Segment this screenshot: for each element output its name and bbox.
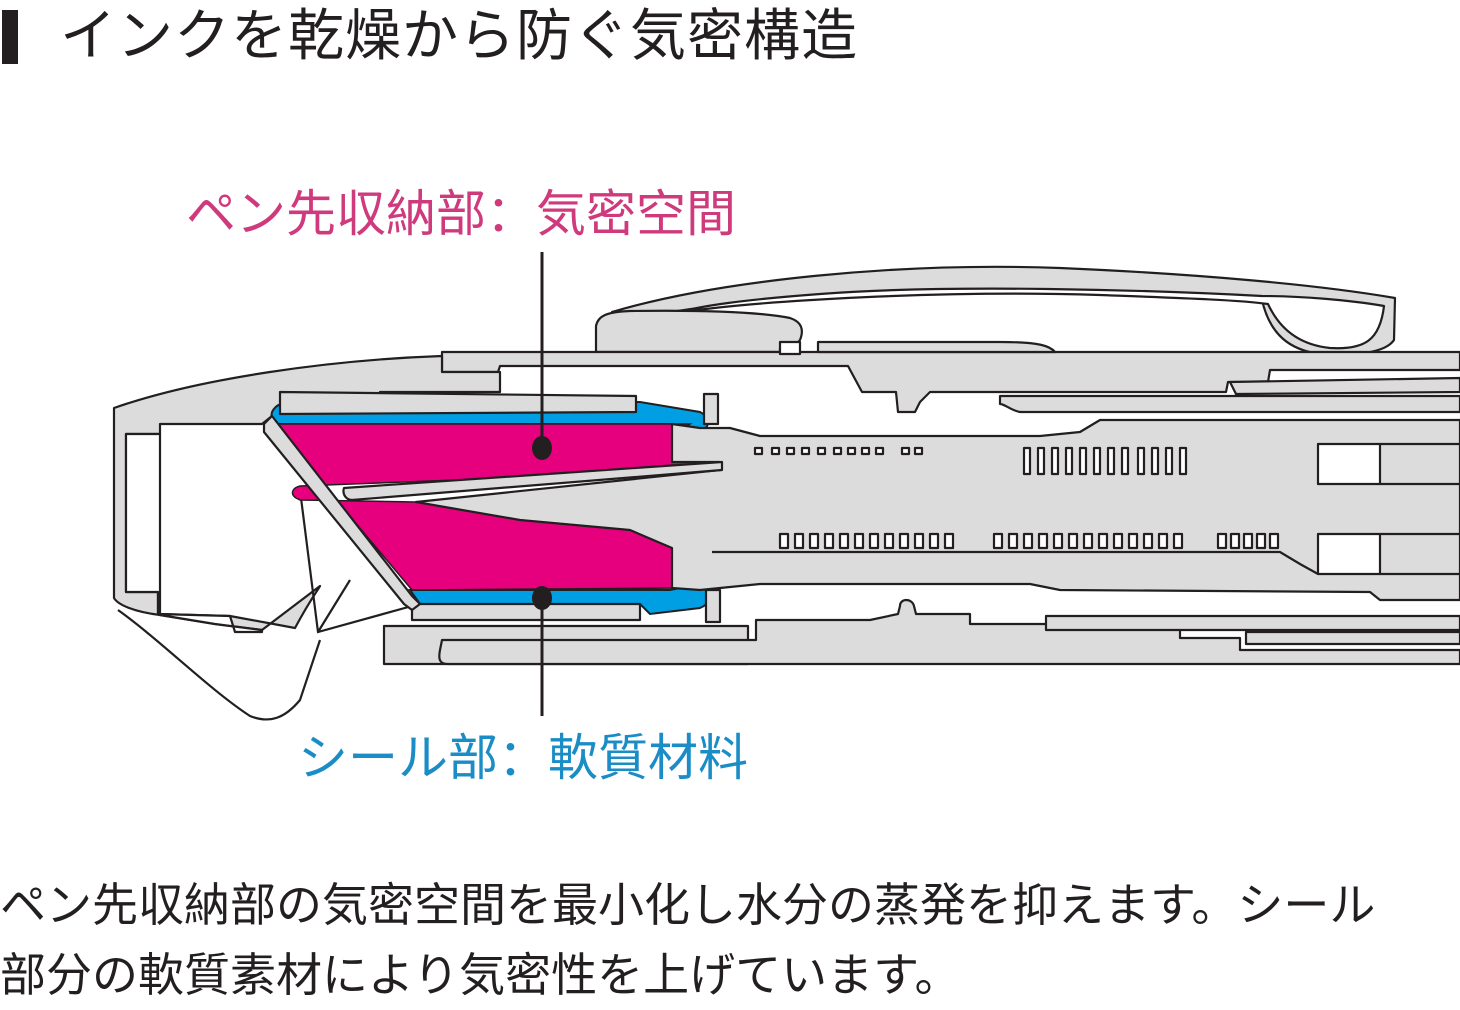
fin-tooth <box>778 532 790 550</box>
fin-tooth <box>1255 532 1267 550</box>
fin-slot <box>1136 446 1146 476</box>
fin-notch <box>846 446 857 456</box>
fin-tooth <box>1007 532 1019 550</box>
fin-tooth <box>868 532 880 550</box>
fin-tooth <box>823 532 835 550</box>
lower-barrel-wall <box>438 598 1460 666</box>
fin-tooth <box>1268 532 1280 550</box>
fin-tooth <box>943 532 955 550</box>
seal-region <box>268 390 722 624</box>
seal-bottom-holder <box>410 602 642 622</box>
nib-blade <box>342 460 724 502</box>
barrel-top-wall <box>440 350 1460 414</box>
square-bullet-icon <box>2 10 18 64</box>
refill-core <box>414 418 1460 602</box>
feeder-fins-bottom <box>778 532 1280 550</box>
fin-notch <box>785 446 796 456</box>
upper-inner-tube <box>1228 376 1460 396</box>
fin-tooth <box>898 532 910 550</box>
fin-tooth <box>913 532 925 550</box>
fin-slot <box>1120 446 1130 476</box>
nose-shell <box>112 354 502 721</box>
nib-plate <box>262 414 422 612</box>
fin-slot <box>1164 446 1174 476</box>
fin-tooth <box>1022 532 1034 550</box>
fin-slot <box>1078 446 1088 476</box>
seal-top-holder <box>278 390 638 416</box>
fin-tooth <box>1242 532 1254 550</box>
clip-base <box>594 309 803 354</box>
lower-inner-rail <box>1244 630 1460 646</box>
feeder-fins-top <box>753 446 1188 476</box>
fin-tooth <box>1082 532 1094 550</box>
fin-tooth <box>1067 532 1079 550</box>
callout-label-seal: シール部：軟質材料 <box>298 729 748 787</box>
callout-leaders <box>532 252 552 716</box>
fin-slot <box>1178 446 1188 476</box>
fin-tooth <box>1216 532 1228 550</box>
description-line-2: 部分の軟質素材により気密性を上げています。 <box>0 948 961 1002</box>
refill-port-top <box>1316 442 1382 486</box>
lower-barrel <box>382 598 1460 666</box>
fin-tooth <box>1127 532 1139 550</box>
seal-top-stop <box>702 392 720 426</box>
refill-port-bottom <box>1316 532 1382 576</box>
fin-tooth <box>1142 532 1154 550</box>
fin-tooth <box>1172 532 1184 550</box>
heading-title: インクを乾燥から防ぐ気密構造 <box>60 4 858 69</box>
fin-tooth <box>853 532 865 550</box>
callout-label-airtight-space: ペン先収納部：気密空間 <box>186 185 736 243</box>
fin-tooth <box>1052 532 1064 550</box>
fin-slot <box>1150 446 1160 476</box>
upper-barrel <box>440 340 1460 414</box>
fin-tooth <box>793 532 805 550</box>
fin-tooth <box>1229 532 1241 550</box>
fin-notch <box>832 446 843 456</box>
nose-lower-flare <box>117 609 322 721</box>
fin-notch <box>753 446 764 456</box>
fin-slot <box>1022 446 1032 476</box>
fin-tooth <box>808 532 820 550</box>
clip-inner-gap <box>674 287 1386 350</box>
barrel-slot <box>778 340 802 356</box>
seal-bottom-stop <box>704 588 722 624</box>
fin-notch <box>800 446 811 456</box>
clip-track <box>816 340 1057 354</box>
feeder-channel-bottom <box>712 550 1319 575</box>
fin-tooth <box>1097 532 1109 550</box>
fin-slot <box>1092 446 1102 476</box>
fin-tooth <box>838 532 850 550</box>
fin-notch <box>874 446 885 456</box>
fin-notch <box>913 446 924 456</box>
fin-tooth <box>883 532 895 550</box>
lower-guide-rail <box>1044 614 1460 632</box>
leader-dot-airtight <box>532 436 552 460</box>
fin-slot <box>1036 446 1046 476</box>
fin-notch <box>900 446 911 456</box>
fin-slot <box>1050 446 1060 476</box>
fin-notch <box>860 446 871 456</box>
fin-slot <box>1106 446 1116 476</box>
nose-inner-opening <box>124 432 264 634</box>
fin-notch <box>770 446 781 456</box>
refill-right-step <box>1380 442 1460 576</box>
fin-tooth <box>928 532 940 550</box>
description-line-1: ペン先収納部の気密空間を最小化し水分の蒸発を抑えます。シール <box>0 878 1376 932</box>
fin-notch <box>816 446 827 456</box>
fin-tooth <box>992 532 1004 550</box>
refill-body <box>342 418 1460 602</box>
upper-refill-guide <box>998 394 1460 414</box>
fin-tooth <box>1037 532 1049 550</box>
fin-tooth <box>1112 532 1124 550</box>
fin-tooth <box>1157 532 1169 550</box>
description: ペン先収納部の気密空間を最小化し水分の蒸発を抑えます。シール 部分の軟質素材によ… <box>0 870 1460 1010</box>
nose-cone-edge <box>298 489 413 634</box>
fin-slot <box>1064 446 1074 476</box>
